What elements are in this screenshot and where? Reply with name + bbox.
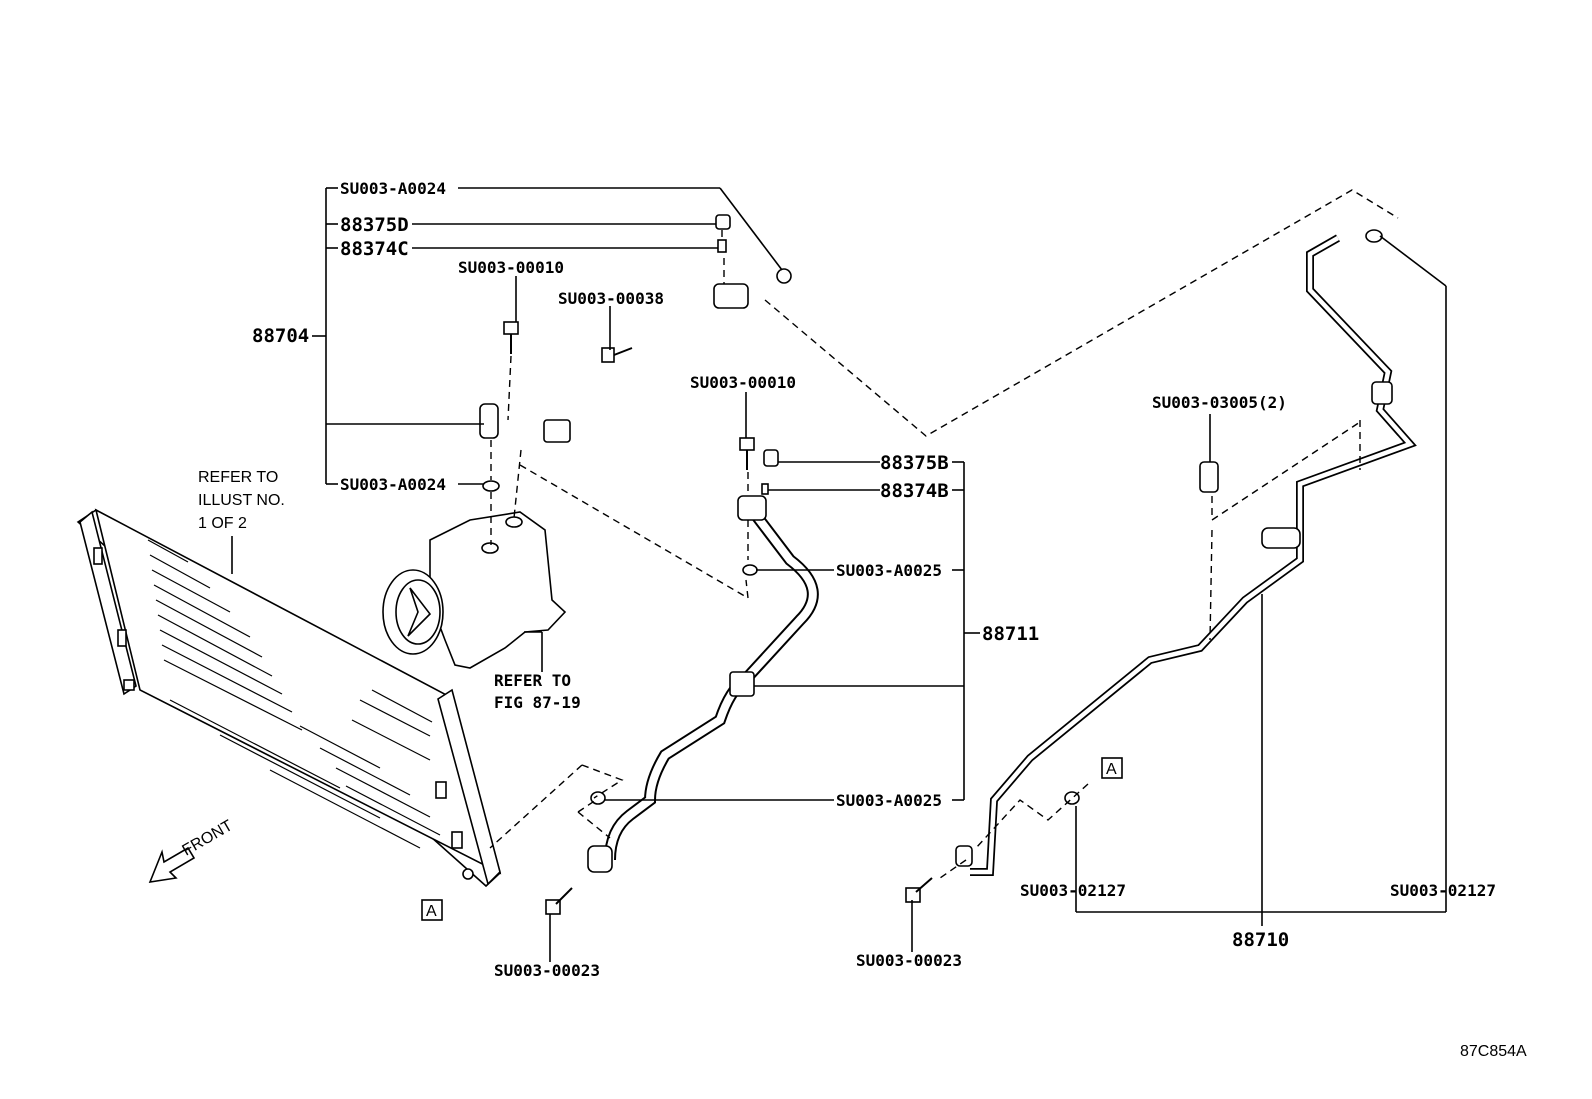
front-arrow: FRONT — [148, 817, 236, 884]
front-label: FRONT — [180, 817, 236, 859]
alignment-dashed-lines — [489, 189, 1399, 879]
compressor — [382, 511, 567, 669]
part-label-su003-a0025-top: SU003-A0025 — [836, 561, 942, 580]
part-label-su003-00023-mid: SU003-00023 — [856, 951, 962, 970]
liquid-pipe-88710 — [905, 229, 1417, 903]
part-label-su003-a0024-bottom: SU003-A0024 — [340, 475, 446, 494]
discharge-hose-88711 — [545, 437, 819, 915]
part-label-su003-a0024-top: SU003-A0024 — [340, 179, 446, 198]
part-label-88375b: 88375B — [880, 452, 949, 474]
suction-hose-88704 — [479, 214, 792, 492]
svg-text:A: A — [426, 903, 437, 920]
part-label-su003-03005: SU003-03005(2) — [1152, 393, 1287, 412]
part-label-88374b: 88374B — [880, 480, 949, 502]
condenser — [76, 508, 502, 888]
refer-fig-line1: REFER TO — [494, 671, 571, 690]
leader-lines — [231, 187, 1447, 962]
refer-fig-line2: FIG 87-19 — [494, 693, 581, 712]
reference-box-a-left: A — [421, 899, 443, 921]
part-label-88375d: 88375D — [340, 214, 409, 236]
figure-id: 87C854A — [1460, 1043, 1527, 1060]
part-label-88704: 88704 — [252, 325, 309, 347]
refer-illust-line3: 1 OF 2 — [198, 515, 247, 532]
reference-box-a-right: A — [1101, 757, 1123, 779]
part-label-88710: 88710 — [1232, 929, 1289, 951]
svg-text:A: A — [1106, 761, 1117, 778]
refer-illust-line2: ILLUST NO. — [198, 492, 285, 509]
part-label-su003-00010-left: SU003-00010 — [458, 258, 564, 277]
part-label-88711: 88711 — [982, 623, 1039, 645]
part-label-88374c: 88374C — [340, 238, 409, 260]
part-label-su003-00023-left: SU003-00023 — [494, 961, 600, 980]
part-label-su003-02127-right: SU003-02127 — [1390, 881, 1496, 900]
part-label-su003-00038: SU003-00038 — [558, 289, 664, 308]
part-label-su003-00010-mid: SU003-00010 — [690, 373, 796, 392]
part-label-su003-02127-mid: SU003-02127 — [1020, 881, 1126, 900]
part-label-su003-a0025-bottom: SU003-A0025 — [836, 791, 942, 810]
refer-illust-line1: REFER TO — [198, 469, 278, 486]
